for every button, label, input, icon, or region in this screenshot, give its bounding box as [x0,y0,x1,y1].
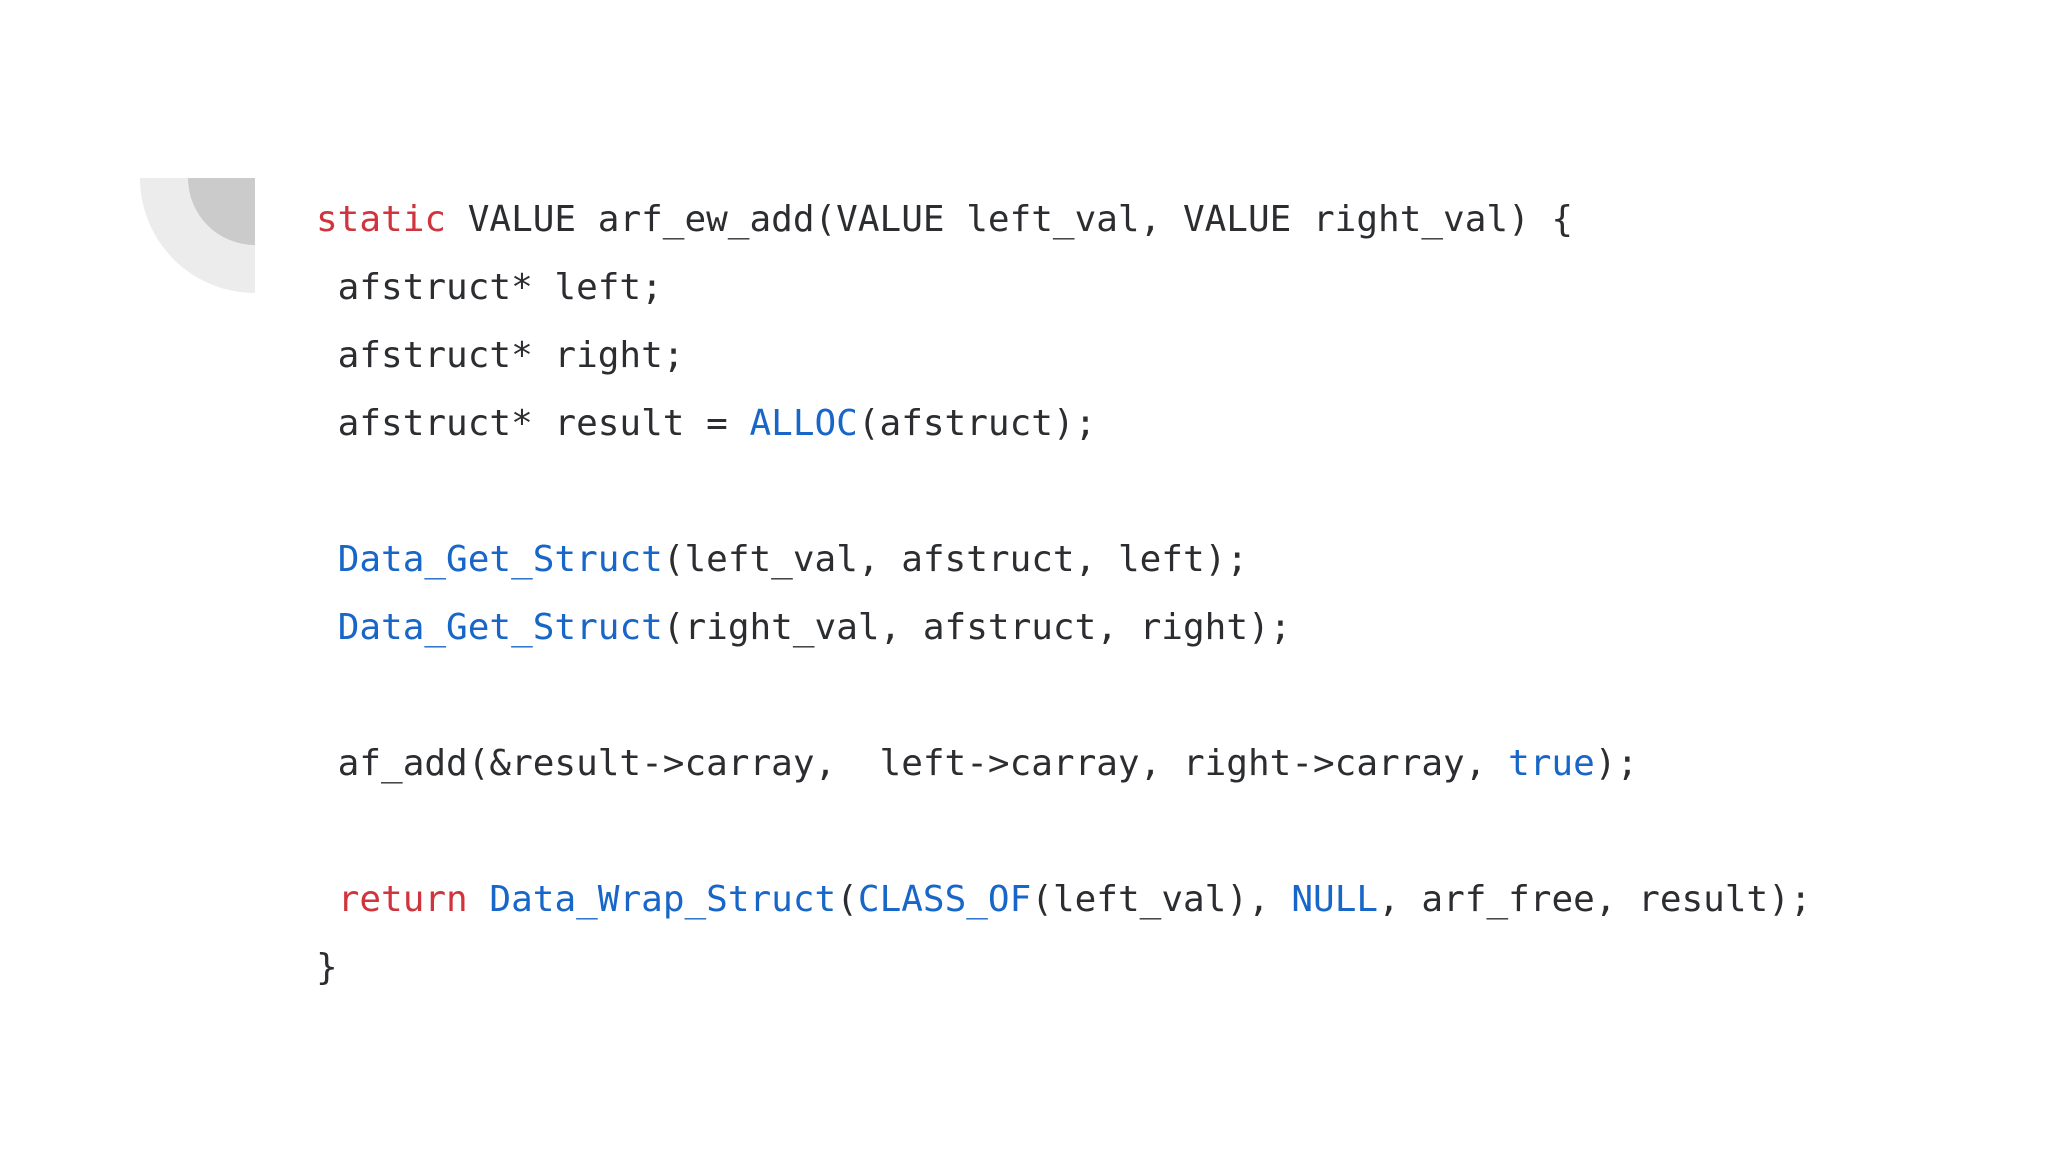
code-line: afstruct* left; [316,254,1812,322]
code-token-function: Data_Get_Struct [337,539,663,580]
code-token-plain: (right_val, afstruct, right); [662,607,1292,648]
code-token-plain: (left_val), [1031,879,1292,920]
code-token-keyword: return [337,879,468,920]
code-line: Data_Get_Struct(left_val, afstruct, left… [316,526,1812,594]
code-line: afstruct* right; [316,322,1812,390]
code-token-plain [468,879,490,920]
code-token-plain: afstruct* right; [316,335,685,376]
code-token-plain: (left_val, afstruct, left); [662,539,1248,580]
code-token-plain [316,607,338,648]
code-block: static VALUE arf_ew_add(VALUE left_val, … [316,186,1812,1002]
code-token-plain: , arf_free, result); [1378,879,1812,920]
code-token-plain: VALUE arf_ew_add(VALUE left_val, VALUE r… [446,199,1574,240]
code-line: return Data_Wrap_Struct(CLASS_OF(left_va… [316,866,1812,934]
code-token-plain: af_add(&result->carray, left->carray, ri… [316,743,1509,784]
code-token-function: NULL [1291,879,1379,920]
code-token-keyword: static [316,199,447,240]
code-line [316,798,1812,866]
code-token-plain: ( [836,879,858,920]
code-token-plain: afstruct* result = [316,403,750,444]
code-token-function: Data_Wrap_Struct [489,879,837,920]
code-line [316,662,1812,730]
code-line: afstruct* result = ALLOC(afstruct); [316,390,1812,458]
code-token-function: CLASS_OF [857,879,1032,920]
code-token-plain [316,879,338,920]
code-line [316,458,1812,526]
code-line: af_add(&result->carray, left->carray, ri… [316,730,1812,798]
code-token-plain: ); [1594,743,1639,784]
code-token-function: true [1508,743,1595,784]
code-token-plain: (afstruct); [857,403,1097,444]
code-token-plain: } [316,947,338,988]
code-token-function: ALLOC [749,403,858,444]
code-token-function: Data_Get_Struct [337,607,663,648]
code-line: } [316,934,1812,1002]
code-token-plain [316,539,338,580]
code-line: Data_Get_Struct(right_val, afstruct, rig… [316,594,1812,662]
code-token-plain: afstruct* left; [316,267,663,308]
code-line: static VALUE arf_ew_add(VALUE left_val, … [316,186,1812,254]
